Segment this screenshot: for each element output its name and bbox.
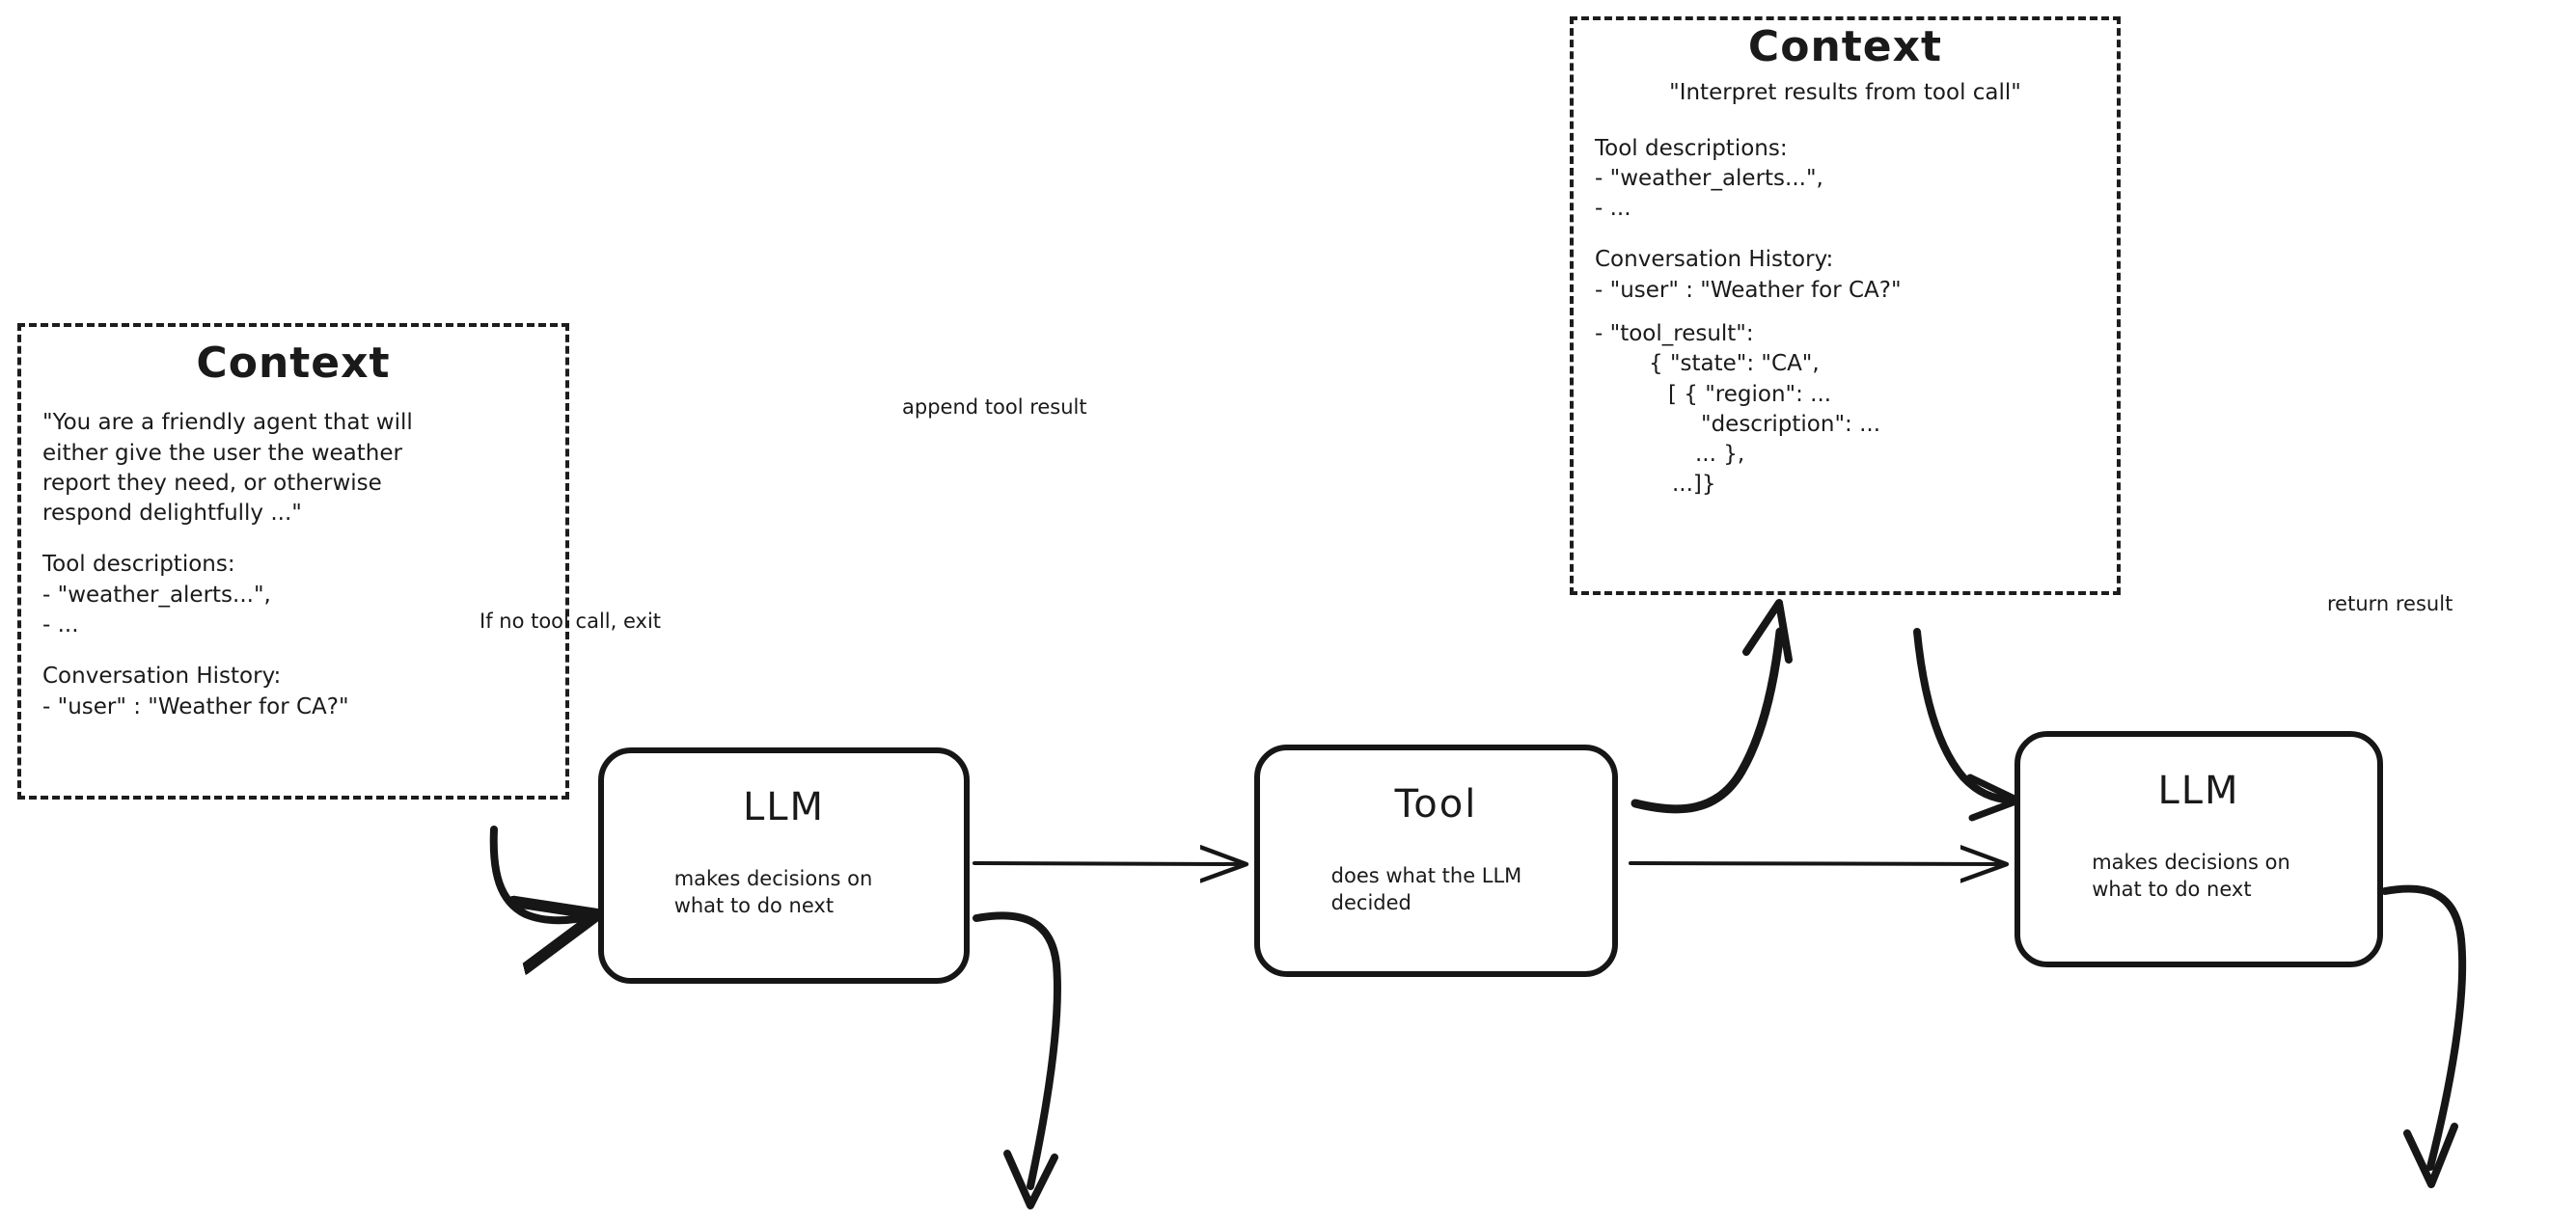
node-llm-2-subtitle: makes decisions on what to do next (2092, 851, 2290, 902)
node-llm-2[interactable]: LLM makes decisions on what to do next (2014, 731, 2383, 967)
context-left-tool-item-1: - "weather_alerts...", (42, 582, 271, 608)
node-tool-subtitle: does what the LLM decided (1330, 864, 1522, 915)
context-right-tool-result-line-5: ...]} (1672, 472, 1716, 498)
context-right-system-prompt: "Interpret results from tool call" (1669, 80, 2021, 106)
node-llm-1[interactable]: LLM makes decisions on what to do next (598, 747, 970, 984)
context-right-tool-result-line-4: ... }, (1695, 442, 1745, 468)
node-tool-title: Tool (1394, 782, 1478, 827)
context-right-body: "Interpret results from tool call" Tool … (1574, 78, 2117, 500)
edge-label-if-no-tool-call: If no tool call, exit (480, 610, 662, 633)
context-right-tool-result-line-3: "description": ... (1701, 411, 1881, 437)
context-left-body: "You are a friendly agent that will eith… (21, 408, 565, 721)
context-right-conversation-heading: Conversation History: (1595, 247, 1834, 273)
context-right-tool-result-line-2: [ { "region": ... (1668, 381, 1832, 407)
edge-llm2-return (2381, 884, 2467, 1188)
node-llm-1-subtitle: makes decisions on what to do next (673, 867, 873, 918)
node-tool[interactable]: Tool does what the LLM decided (1254, 745, 1618, 977)
context-left-tool-descriptions-heading: Tool descriptions: (42, 552, 235, 578)
context-left-conversation-item-1: - "user" : "Weather for CA?" (42, 693, 349, 719)
edge-context-right-to-llm2 (1913, 628, 2022, 822)
edge-tool-to-llm2 (1629, 863, 2003, 864)
context-right-tool-descriptions-heading: Tool descriptions: (1595, 135, 1788, 161)
context-box-left: Context "You are a friendly agent that w… (17, 323, 569, 800)
node-llm-2-title: LLM (2157, 769, 2240, 813)
node-llm-1-title: LLM (742, 785, 826, 829)
context-right-title: Context (1747, 22, 1943, 71)
context-right-conversation-item-1: - "user" : "Weather for CA?" (1595, 277, 1902, 303)
context-right-tool-item-2: - ... (1595, 196, 1631, 222)
edge-llm1-to-tool (973, 863, 1243, 864)
edge-context-to-llm1 (489, 826, 590, 920)
edge-llm1-exit (973, 911, 1061, 1209)
context-left-title: Context (196, 339, 391, 388)
context-right-tool-result-label: - "tool_result": (1595, 320, 1754, 346)
context-box-right: Context "Interpret results from tool cal… (1570, 16, 2121, 595)
context-right-tool-result-line-1: { "state": "CA", (1649, 351, 1820, 377)
edge-tool-to-context-right (1631, 599, 1793, 814)
context-left-system-prompt: "You are a friendly agent that will eith… (42, 410, 413, 527)
edge-label-return-result: return result (2327, 592, 2453, 615)
context-right-tool-item-1: - "weather_alerts...", (1595, 165, 1823, 191)
context-left-tool-item-2: - ... (42, 611, 79, 638)
edge-label-append-tool-result: append tool result (902, 395, 1087, 419)
context-left-conversation-heading: Conversation History: (42, 664, 282, 690)
